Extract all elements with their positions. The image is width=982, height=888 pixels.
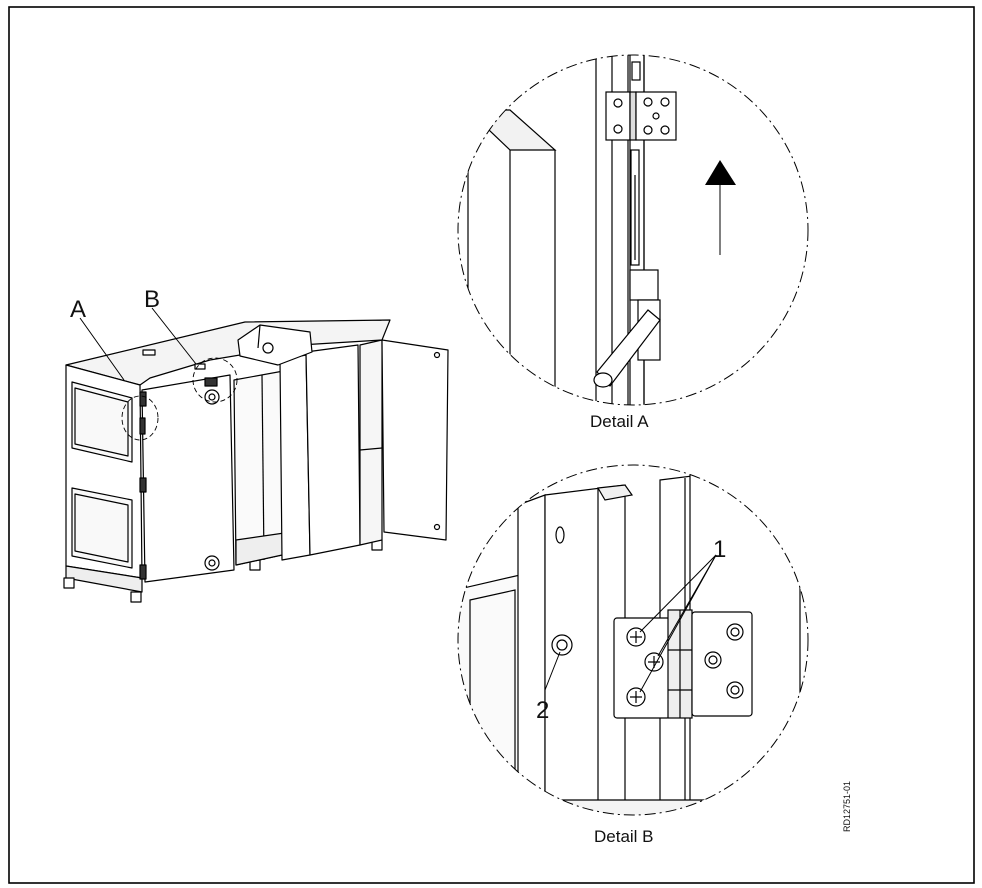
part-2-label: 2 bbox=[536, 697, 550, 724]
detail-b-caption: Detail B bbox=[594, 827, 654, 846]
part-1-label: 1 bbox=[713, 536, 727, 563]
callout-b-label: B bbox=[144, 286, 161, 313]
detail-a-caption: Detail A bbox=[590, 412, 649, 431]
detail-b-frame bbox=[457, 464, 809, 816]
detail-a-illustration bbox=[466, 55, 677, 405]
arrow-up-icon bbox=[705, 160, 736, 255]
callout-a-label: A bbox=[70, 296, 87, 323]
drawing-code: RD12751-01 bbox=[842, 780, 852, 832]
detail-a-frame bbox=[457, 54, 809, 406]
cabinet-overview bbox=[63, 319, 449, 603]
detail-a-marker bbox=[121, 395, 159, 441]
detail-b-illustration bbox=[458, 469, 808, 815]
diagram-border bbox=[8, 6, 975, 884]
detail-b-marker bbox=[192, 357, 238, 403]
